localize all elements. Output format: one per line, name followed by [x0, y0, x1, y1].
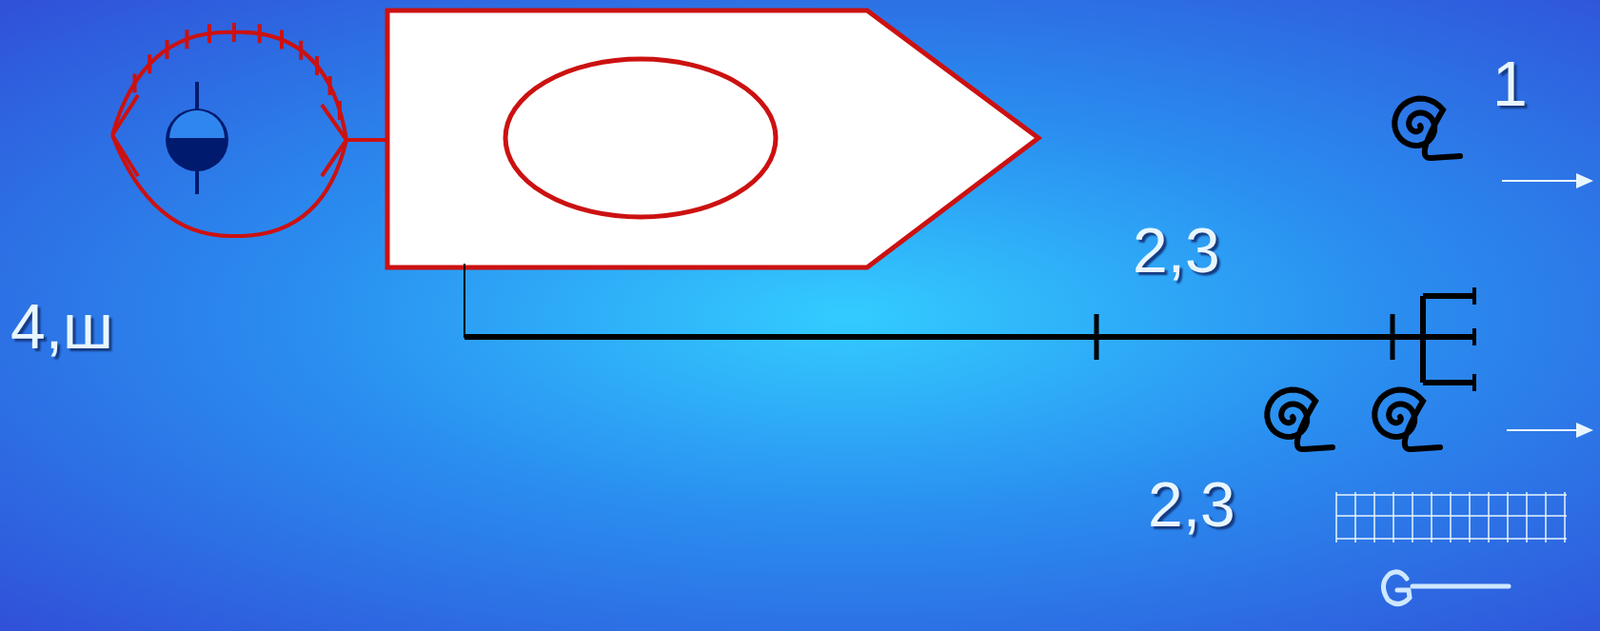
ladder-rung — [1544, 492, 1547, 543]
callout-number: 2,3 — [1132, 218, 1221, 282]
callout-number: 2,3 — [1147, 473, 1236, 536]
spiral-symbol — [1266, 98, 1461, 450]
ladder-rung — [1506, 492, 1509, 543]
ground-symbol — [1382, 572, 1509, 605]
callout-number: 1 — [1492, 52, 1528, 116]
ladder-rung — [1525, 492, 1528, 543]
ladder-rung — [1449, 492, 1452, 543]
flow-arrow — [1501, 173, 1594, 438]
ladder-symbol — [1336, 492, 1567, 543]
ladder-rung — [1354, 492, 1357, 543]
ladder-rung — [1468, 492, 1471, 543]
eye-symbol — [112, 22, 386, 237]
shaft — [464, 263, 1475, 392]
ladder-rung — [1563, 492, 1566, 543]
callout-number: 4,ш — [10, 295, 114, 358]
window-ellipse — [505, 59, 776, 218]
ladder-rung — [1487, 492, 1490, 543]
body-shape — [387, 10, 1039, 268]
ladder-rung — [1411, 492, 1414, 543]
ladder-rung — [1335, 492, 1338, 543]
indicator-symbol — [165, 81, 229, 195]
ladder-rung — [1373, 492, 1376, 543]
ladder-rung — [1430, 492, 1433, 543]
ladder-rung — [1392, 492, 1395, 543]
